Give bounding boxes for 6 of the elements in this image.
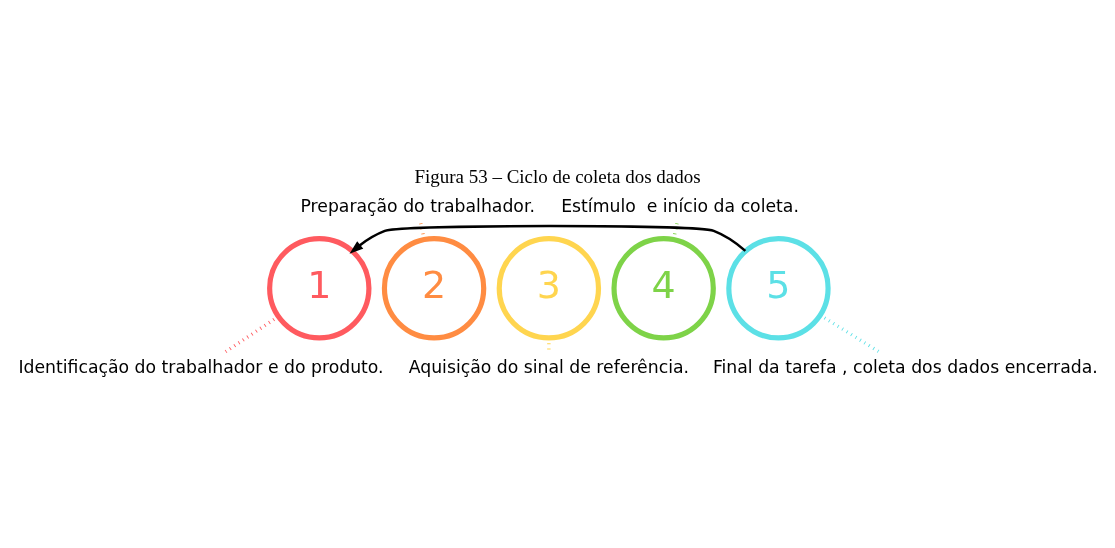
node-label: Identificação do trabalhador e do produto. [18, 356, 384, 377]
node-label: Preparação do trabalhador. [300, 195, 535, 216]
node-label: Estímulo e início da coleta. [561, 195, 799, 216]
node-label: Aquisição do sinal de referência. [408, 356, 689, 377]
diagram-title: Figura 53 – Ciclo de coleta dos dados [414, 165, 701, 187]
node-label: Final da tarefa , coleta dos dados encerrada. [712, 356, 1098, 377]
